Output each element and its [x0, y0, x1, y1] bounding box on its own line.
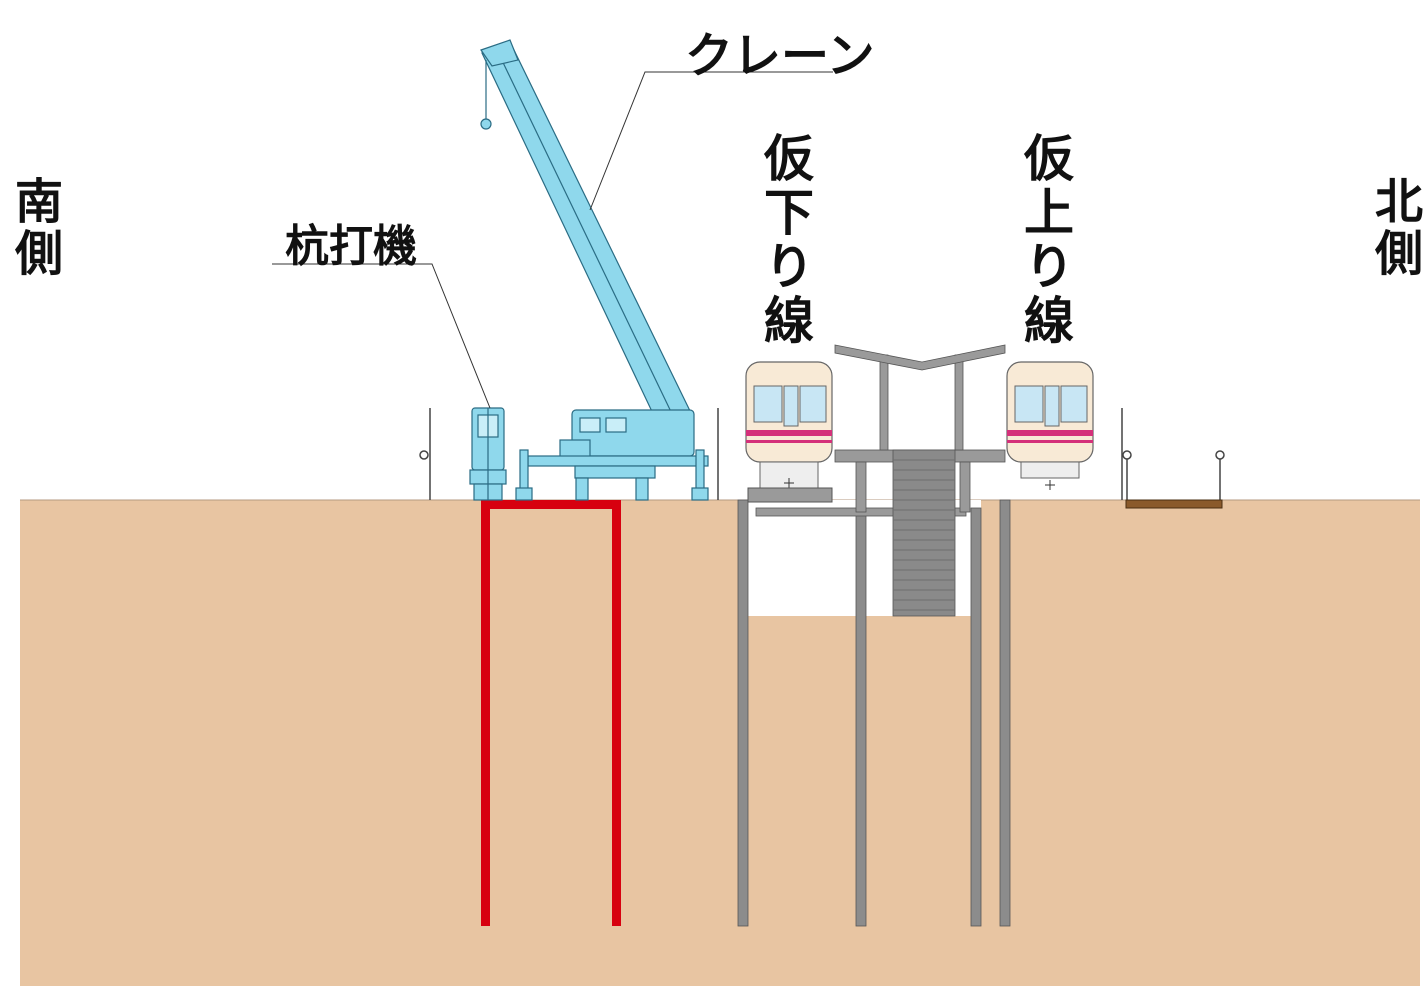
temp-up-line-label: 仮上り線: [1016, 132, 1074, 348]
train-down-line: [745, 361, 833, 503]
south-side-label: 南側: [6, 176, 62, 280]
pile-driver-label: 杭打機: [285, 221, 417, 272]
train-up-line: [1006, 361, 1094, 490]
leader-lines: [272, 71, 833, 409]
ground: [20, 500, 1420, 986]
platform-staircase: [892, 449, 956, 617]
temporary-piles: [737, 499, 1011, 927]
wood-plank: [1125, 499, 1223, 509]
temp-down-line-label: 仮下り線: [756, 132, 814, 348]
pile-driver-machine: [469, 407, 507, 501]
steel-pile-frame: [481, 500, 621, 926]
crane-label: クレーン: [685, 28, 875, 84]
fence-posts: [419, 408, 1225, 502]
crane-machine: [480, 39, 709, 501]
north-side-label: 北側: [1366, 176, 1422, 280]
